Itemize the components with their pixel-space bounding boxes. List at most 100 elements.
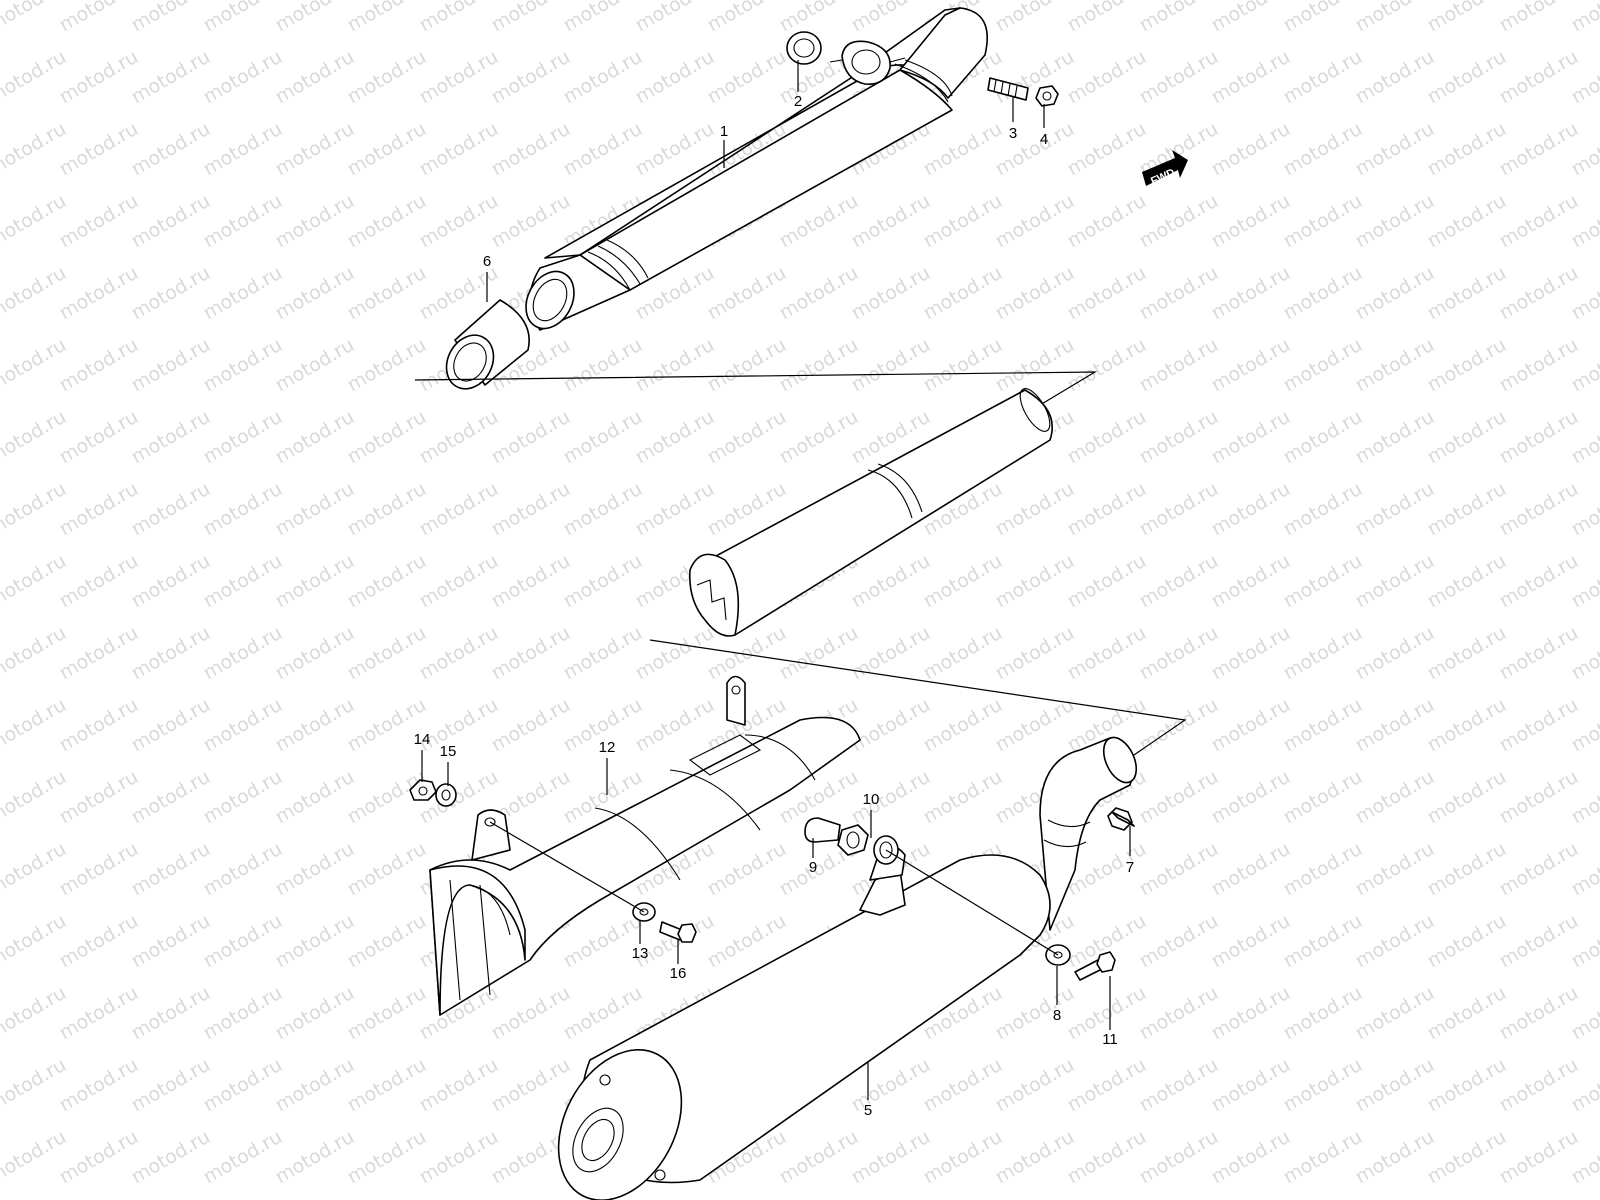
watermark-text: motod.ru — [56, 694, 142, 757]
watermark-text: motod.ru — [1208, 118, 1294, 181]
middle-pipe-section — [688, 388, 1054, 637]
watermark-text: motod.ru — [488, 46, 574, 109]
watermark-text: motod.ru — [776, 1126, 862, 1189]
watermark-text: motod.ru — [56, 190, 142, 253]
watermark-text: motod.ru — [992, 550, 1078, 613]
watermark-text: motod.ru — [1568, 0, 1600, 36]
watermark-text: motod.ru — [704, 406, 790, 469]
bolt-part-7 — [1107, 807, 1135, 831]
stud-bolt-part-3 — [987, 77, 1029, 101]
watermark-text: motod.ru — [272, 478, 358, 541]
watermark-text: motod.ru — [0, 1126, 70, 1189]
watermark-text: motod.ru — [1352, 766, 1438, 829]
watermark-text: motod.ru — [128, 406, 214, 469]
watermark-text: motod.ru — [1136, 46, 1222, 109]
watermark-text: motod.ru — [1064, 334, 1150, 397]
callout-part-4: 4 — [1040, 131, 1048, 148]
watermark-text: motod.ru — [272, 766, 358, 829]
watermark-text: motod.ru — [1352, 46, 1438, 109]
pipe-seal-part-6 — [445, 299, 530, 390]
watermark-text: motod.ru — [920, 1054, 1006, 1117]
bolt-part-11 — [1074, 951, 1116, 981]
watermark-text: motod.ru — [1208, 694, 1294, 757]
watermark-text: motod.ru — [56, 982, 142, 1045]
watermark-text: motod.ru — [56, 1054, 142, 1117]
watermark-text: motod.ru — [1208, 406, 1294, 469]
watermark-text: motod.ru — [560, 622, 646, 685]
watermark-text: motod.ru — [776, 262, 862, 325]
watermark-text: motod.ru — [1064, 1054, 1150, 1117]
watermark-text: motod.ru — [1496, 190, 1582, 253]
watermark-text: motod.ru — [1496, 1054, 1582, 1117]
gasket-part-2 — [786, 31, 822, 65]
watermark-text: motod.ru — [1496, 910, 1582, 973]
watermark-text: motod.ru — [56, 118, 142, 181]
watermark-text: motod.ru — [416, 46, 502, 109]
watermark-text: motod.ru — [0, 118, 70, 181]
watermark-text: motod.ru — [344, 1126, 430, 1189]
callout-leaders — [421, 60, 1131, 1100]
callout-part-10: 10 — [863, 791, 880, 808]
watermark-text: motod.ru — [416, 118, 502, 181]
watermark-text: motod.ru — [848, 766, 934, 829]
watermark-text: motod.ru — [416, 478, 502, 541]
watermark-text: motod.ru — [128, 46, 214, 109]
watermark-text: motod.ru — [1280, 550, 1366, 613]
bolt-part-16 — [659, 921, 697, 943]
watermark-text: motod.ru — [200, 838, 286, 901]
watermark-text: motod.ru — [1280, 46, 1366, 109]
watermark-text: motod.ru — [920, 694, 1006, 757]
watermark-text: motod.ru — [1352, 118, 1438, 181]
watermark-text: motod.ru — [1424, 262, 1510, 325]
watermark-text: motod.ru — [0, 910, 70, 973]
watermark-text: motod.ru — [1064, 478, 1150, 541]
watermark-text: motod.ru — [0, 550, 70, 613]
watermark-text: motod.ru — [344, 334, 430, 397]
watermark-text: motod.ru — [992, 334, 1078, 397]
watermark-text: motod.ru — [992, 190, 1078, 253]
watermark-text: motod.ru — [0, 1054, 70, 1117]
watermark-text: motod.ru — [1496, 118, 1582, 181]
watermark-text: motod.ru — [1064, 622, 1150, 685]
watermark-text: motod.ru — [632, 46, 718, 109]
watermark-text: motod.ru — [1496, 694, 1582, 757]
watermark-text: motod.ru — [272, 262, 358, 325]
watermark-text: motod.ru — [1208, 1126, 1294, 1189]
watermark-text: motod.ru — [1424, 910, 1510, 973]
watermark-text: motod.ru — [128, 622, 214, 685]
heat-shield-part-12 — [429, 675, 861, 1016]
watermark-text: motod.ru — [416, 190, 502, 253]
watermark-text: motod.ru — [344, 46, 430, 109]
watermark-text: motod.ru — [56, 262, 142, 325]
watermark-text: motod.ru — [344, 1054, 430, 1117]
watermark-text: motod.ru — [1424, 1126, 1510, 1189]
watermark-text: motod.ru — [128, 334, 214, 397]
watermark-text: motod.ru — [0, 334, 70, 397]
watermark-text: motod.ru — [416, 622, 502, 685]
watermark-text: motod.ru — [128, 190, 214, 253]
watermark-text: motod.ru — [560, 982, 646, 1045]
watermark-text: motod.ru — [632, 478, 718, 541]
watermark-text: motod.ru — [488, 1054, 574, 1117]
watermark-text: motod.ru — [200, 766, 286, 829]
callout-part-16: 16 — [670, 965, 687, 982]
watermark-text: motod.ru — [1352, 1054, 1438, 1117]
watermark-text: motod.ru — [416, 1126, 502, 1189]
section-break-line-2 — [649, 639, 1187, 769]
watermark-text: motod.ru — [344, 910, 430, 973]
watermark-text: motod.ru — [1136, 406, 1222, 469]
watermark-text: motod.ru — [200, 1126, 286, 1189]
watermark-text: motod.ru — [488, 550, 574, 613]
watermark-text: motod.ru — [0, 190, 70, 253]
watermark-text: motod.ru — [1280, 334, 1366, 397]
watermark-text: motod.ru — [1424, 694, 1510, 757]
watermark-text: motod.ru — [1496, 982, 1582, 1045]
watermark-text: motod.ru — [344, 190, 430, 253]
watermark-text: motod.ru — [272, 838, 358, 901]
watermark-text: motod.ru — [344, 622, 430, 685]
watermark-text: motod.ru — [1352, 694, 1438, 757]
watermark-text: motod.ru — [1208, 262, 1294, 325]
watermark-text: motod.ru — [200, 694, 286, 757]
watermark-text: motod.ru — [488, 406, 574, 469]
